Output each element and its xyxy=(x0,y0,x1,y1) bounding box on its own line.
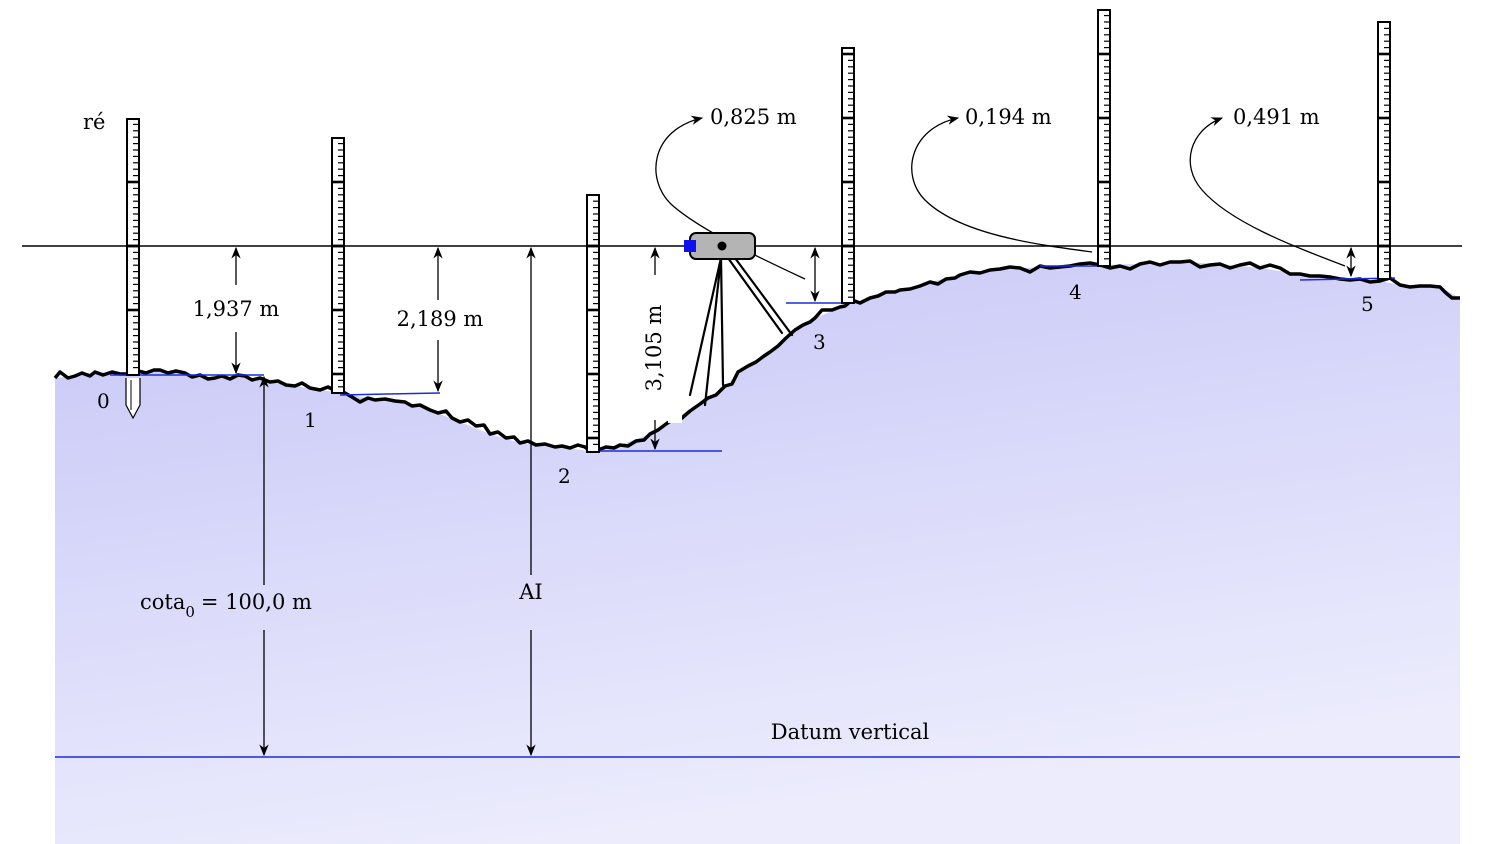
leveling-rod-1 xyxy=(331,137,345,394)
leveling-rod-5 xyxy=(1377,21,1391,280)
ground-fill xyxy=(55,262,1460,844)
stake xyxy=(125,378,141,420)
point-label-3: 3 xyxy=(813,330,826,354)
point-label-4: 4 xyxy=(1069,280,1082,304)
reading-label-0: 1,937 m xyxy=(193,297,280,321)
point-label-0: 0 xyxy=(97,389,110,413)
reading-label-1: 2,189 m xyxy=(397,307,484,331)
reading-label-5: 0,491 m xyxy=(1233,105,1320,129)
instrument-height-label: AI xyxy=(518,580,542,604)
cota-label: cota0= 100,0 m xyxy=(140,590,312,621)
reading-label-2: 3,105 m xyxy=(642,305,666,392)
datum-label: Datum vertical xyxy=(771,720,930,744)
backsight-label: ré xyxy=(83,110,105,134)
reading-label-4: 0,194 m xyxy=(965,105,1052,129)
dimension-arrows xyxy=(231,115,1356,757)
level-instrument-icon xyxy=(668,232,794,423)
point-label-1: 1 xyxy=(304,408,317,432)
leveling-rod-2 xyxy=(586,194,600,453)
point-label-5: 5 xyxy=(1361,292,1374,316)
leveling-rod-0 xyxy=(126,118,140,376)
leveling-rod-4 xyxy=(1097,9,1111,267)
leveling-rod-3 xyxy=(841,47,855,304)
reading-label-3: 0,825 m xyxy=(710,105,797,129)
point-label-2: 2 xyxy=(558,464,571,488)
